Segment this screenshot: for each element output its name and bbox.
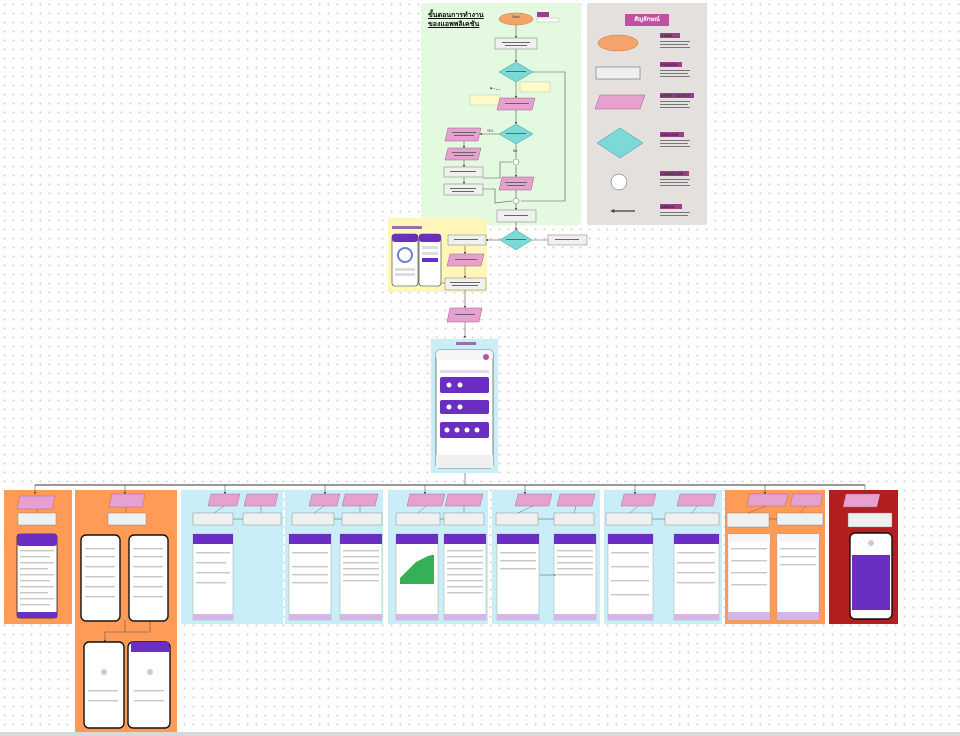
legend-connector-shape xyxy=(610,173,628,191)
legend-io-shape xyxy=(594,94,646,110)
legend-label-connector: CONNECTOR xyxy=(661,172,684,176)
legend-start-shape xyxy=(597,34,639,52)
legend-title: สัญลักษณ์ xyxy=(625,14,669,26)
legend-label-arrow: ARROW xyxy=(661,205,675,209)
legend-process-shape xyxy=(595,66,641,80)
no-label: No xyxy=(513,149,517,153)
phone-mockups xyxy=(16,532,893,729)
start-label: Start xyxy=(512,15,521,19)
flowchart-title: ขั้นตอนการทำงาน ของแอพพลิเคชัน xyxy=(428,11,484,28)
legend-label-decision: DECISION xyxy=(661,133,679,137)
bottom-scrollbar[interactable] xyxy=(0,732,960,736)
legend-label-start: START xyxy=(661,34,673,38)
legend-label-process: PROCESS xyxy=(661,63,678,67)
yes-label: YES xyxy=(487,129,493,133)
legend-label-io: INPUT / OUTPUT xyxy=(661,94,691,98)
start-node xyxy=(498,12,534,26)
legend-decision-shape xyxy=(596,127,644,159)
